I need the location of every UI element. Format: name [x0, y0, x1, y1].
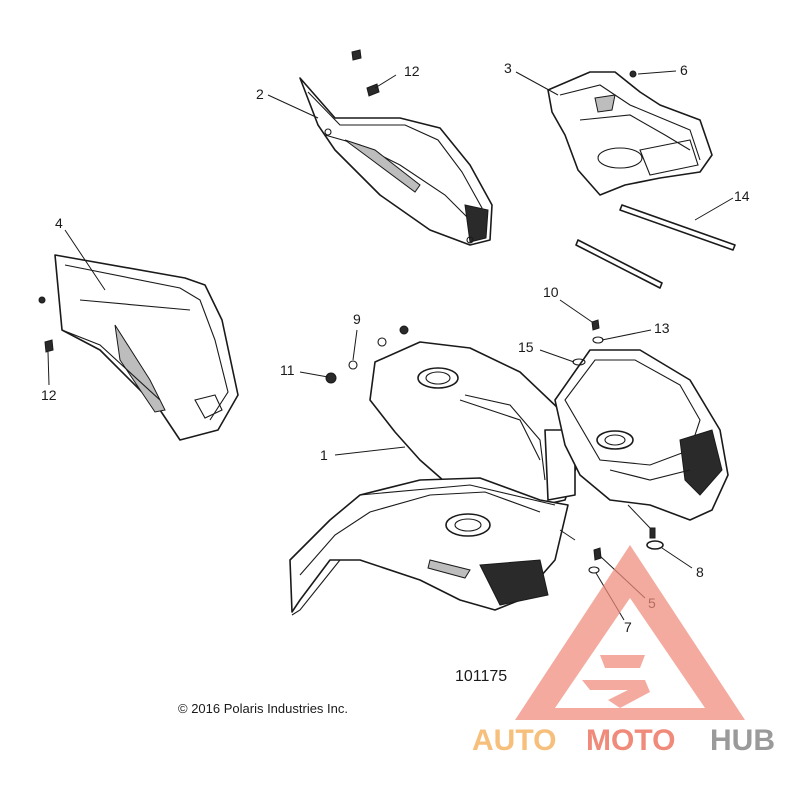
fastener-12-left	[44, 339, 54, 353]
callout-8: 8	[696, 564, 704, 580]
callout-15: 15	[518, 339, 534, 355]
fasteners	[38, 49, 664, 574]
watermark-hub: HUB	[710, 724, 775, 757]
callout-1: 1	[320, 447, 328, 463]
fastener-11	[325, 372, 337, 384]
part-14-rods	[575, 204, 736, 289]
callout-12-left: 12	[41, 387, 57, 403]
fastener-12-top	[366, 83, 380, 97]
watermark-logo	[515, 545, 745, 720]
screw-5	[593, 547, 602, 561]
callout-13: 13	[654, 320, 670, 336]
washer-7	[588, 566, 600, 574]
washer-13	[592, 336, 604, 344]
watermark-text: AUTO MOTO HUB	[472, 724, 775, 757]
callout-4: 4	[55, 215, 63, 231]
washer-8	[646, 540, 664, 550]
fastener-loose-a	[377, 337, 387, 347]
callout-10: 10	[543, 284, 559, 300]
callouts: 1 2 3 4 5 6 7 8 9 10 11 12 12 13 14 15	[41, 60, 750, 635]
screw-8-post	[649, 527, 656, 539]
part-1-front-body	[289, 341, 583, 616]
part-3-storage-tray	[547, 71, 713, 196]
callout-11: 11	[280, 362, 295, 378]
copyright-notice: © 2016 Polaris Industries Inc.	[178, 701, 348, 716]
fastener-top-pin	[351, 49, 362, 61]
callout-12-top: 12	[404, 63, 420, 79]
fastener-9	[348, 360, 358, 370]
fastener-6	[629, 70, 637, 78]
drawing-number: 101175	[455, 668, 507, 685]
callout-14: 14	[734, 188, 750, 204]
callout-3: 3	[504, 60, 512, 76]
watermark-triangle-icon	[515, 545, 745, 720]
watermark-moto: MOTO	[586, 724, 675, 757]
callout-2: 2	[256, 86, 264, 102]
part-4-side-panel	[54, 254, 239, 441]
callout-7: 7	[624, 619, 632, 635]
fastener-4-clip	[38, 296, 46, 304]
part-2-fender-cover	[299, 77, 493, 246]
fastener-loose-b	[399, 325, 409, 335]
callout-6: 6	[680, 62, 688, 78]
fastener-10	[591, 319, 600, 331]
part-15-rear-storage-box	[554, 349, 729, 521]
callout-9: 9	[353, 311, 361, 327]
watermark-auto: AUTO	[472, 724, 556, 757]
